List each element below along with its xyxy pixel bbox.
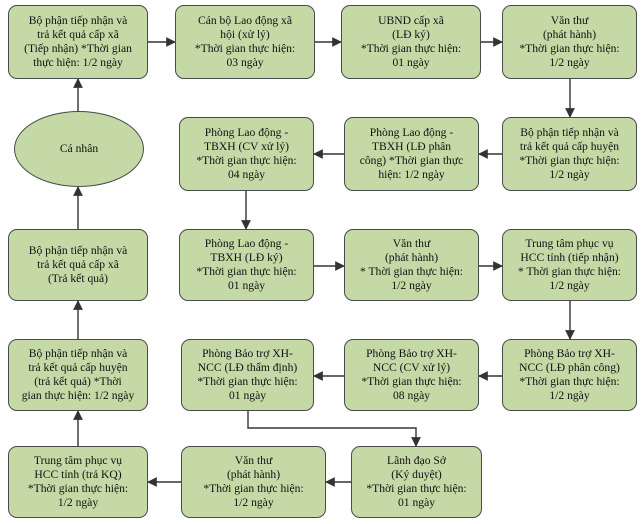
node-text-line: *Thời gian thực hiện: [366,482,467,495]
node-text-line: Trung tâm phục vụ [525,237,614,250]
node-text-line: Bộ phận tiếp nhận và [520,126,619,139]
node-text-line: 04 ngày [227,168,266,181]
node-province-center-receive: Trung tâm phục vụ HCC tỉnh (tiếp nhận) *… [502,229,637,301]
node-text-line: (phát hành) [226,468,281,481]
node-text-line: (trả kết quả) *Thời [34,375,122,388]
node-text-line: *Thời gian thực hiện: [361,375,462,388]
node-text-line: TBXH (LĐ ký) [210,251,283,264]
node-text-line: *Thời gian thực hiện: [360,42,462,55]
node-text-line: HCC tỉnh (trả KQ) [34,468,122,481]
node-text-line: trả kết quả cấp xã [37,258,119,271]
node-text-line: *Thời gian thực hiện: [27,482,129,495]
node-text-line: thực hiện: 1/2 ngày [33,56,123,69]
node-social-protection-appraise: Phòng Bảo trợ XH- NCC (LĐ thẩm định) *Th… [181,339,314,411]
node-text-line: hội (xử lý) [220,28,270,41]
node-text-line: Bộ phận tiếp nhận và [28,244,128,257]
node-text-line: *Thời gian thực hiện: [519,154,620,167]
node-social-protection-process: Phòng Bảo trợ XH- NCC (CV xử lý) *Thời g… [344,339,479,411]
node-text-line: Bộ phận tiếp nhận và [28,14,128,27]
node-text-line: TBXH (CV xử lý) [204,140,289,153]
node-commune-return: Bộ phận tiếp nhận và trả kết quả cấp xã … [8,229,148,301]
node-text-line: *Thời gian thực hiện: [197,375,298,388]
node-district-labor-sign: Phòng Lao động - TBXH (LĐ ký) *Thời gian… [179,229,314,301]
node-text-line: (Ký duyệt) [391,468,442,481]
node-text-line: Phòng Bảo trợ XH- [524,347,615,360]
node-text-line: * Thời gian thực hiện: [517,265,621,278]
node-commune-clerk: Văn thư (phát hành) *Thời gian thực hiện… [502,5,637,79]
node-text-line: hiện: 1/2 ngày [378,168,445,181]
node-text-line: (Tiếp nhận) *Thời gian [24,42,132,55]
node-text-line: Phòng Lao động - [369,126,454,139]
node-text-line: *Thời gian thực hiện: [203,482,304,495]
node-text-line: trả kết quả cấp xã [37,28,119,41]
node-text-line: công) *Thời gian thực [359,154,464,167]
node-text-line: Phòng Lao động - [204,126,289,139]
node-text-line: 1/2 ngày [549,279,590,292]
node-citizen: Cá nhân [14,111,144,187]
node-text-line: 1/2 ngày [391,279,432,292]
node-text-line: 01 ngày [227,279,266,292]
node-text-line: Bộ phận tiếp nhận và [28,347,128,360]
node-text-line: Lãnh đạo Sở [387,454,446,467]
node-text-line: (phát hành) [384,251,439,264]
node-text-line: Văn thư [550,14,589,27]
node-text-line: Phòng Lao động - [204,237,289,250]
node-text-line: Phòng Bảo trợ XH- [202,347,293,360]
node-text-line: 1/2 ngày [57,496,99,509]
node-text-line: Cán bộ Lao động xã [197,14,293,27]
node-text-line: HCC tỉnh (tiếp nhận) [520,251,619,264]
flow-arrow [247,411,421,447]
node-text-line: Văn thư [234,454,273,467]
node-text-line: Phòng Bảo trợ XH- [366,347,457,360]
node-text-line: (Trả kết quả) [47,272,109,285]
node-text-line: gian thực hiện: 1/2 ngày [21,389,135,402]
node-commune-labor-officer: Cán bộ Lao động xã hội (xử lý) *Thời gia… [175,5,315,79]
node-text-line: *Thời gian thực hiện: [196,265,297,278]
node-text-line: 01 ngày [397,496,436,509]
node-text-line: 1/2 ngày [549,389,590,402]
node-text-line: 01 ngày [228,389,267,402]
node-department-leader: Lãnh đạo Sở (Ký duyệt) *Thời gian thực h… [351,446,482,518]
node-text-line: *Thời gian thực hiện: [519,375,620,388]
node-text-line: trả kết quả cấp huyện [28,361,128,374]
node-district-reception: Bộ phận tiếp nhận và trả kết quả cấp huy… [502,117,637,191]
node-text-line: 01 ngày [392,56,430,69]
node-commune-reception: Bộ phận tiếp nhận và trả kết quả cấp xã … [8,5,148,79]
node-text-line: (LĐ ký) [392,28,430,41]
node-social-protection-assign: Phòng Bảo trợ XH- NCC (LĐ phân công) *Th… [502,339,637,411]
node-district-return: Bộ phận tiếp nhận và trả kết quả cấp huy… [8,339,148,411]
node-district-clerk: Văn thư (phát hành) * Thời gian thực hiệ… [344,229,479,301]
node-text-line: 08 ngày [392,389,431,402]
node-text-line: 1/2 ngày [549,56,590,69]
node-district-labor-process: Phòng Lao động - TBXH (CV xử lý) *Thời g… [179,117,314,191]
node-text-line: NCC (CV xử lý) [372,361,451,374]
node-text-line: trả kết quả cấp huyện [519,140,620,153]
node-text-line: TBXH (LĐ phân [371,140,452,153]
node-text-line: Cá nhân [59,142,99,155]
node-text-line: UBND cấp xã [378,14,444,27]
node-text-line: NCC (LĐ thẩm định) [197,361,298,374]
node-text-line: 1/2 ngày [233,496,274,509]
node-text-line: * Thời gian thực hiện: [359,265,463,278]
node-district-labor-assign: Phòng Lao động - TBXH (LĐ phân công) *Th… [344,117,479,191]
node-text-line: *Thời gian thực hiện: [196,154,297,167]
node-text-line: *Thời gian thực hiện: [194,42,296,55]
node-department-clerk: Văn thư (phát hành) *Thời gian thực hiện… [181,446,326,518]
node-text-line: (phát hành) [542,28,597,41]
node-province-center-return: Trung tâm phục vụ HCC tỉnh (trả KQ) *Thờ… [8,446,148,518]
node-text-line: NCC (LĐ phân công) [519,361,620,374]
node-commune-committee: UBND cấp xã (LĐ ký) *Thời gian thực hiện… [341,5,481,79]
node-text-line: Trung tâm phục vụ [33,454,123,467]
node-text-line: Văn thư [392,237,431,250]
node-text-line: 03 ngày [226,56,264,69]
node-text-line: *Thời gian thực hiện: [519,42,620,55]
node-text-line: 1/2 ngày [549,168,590,181]
